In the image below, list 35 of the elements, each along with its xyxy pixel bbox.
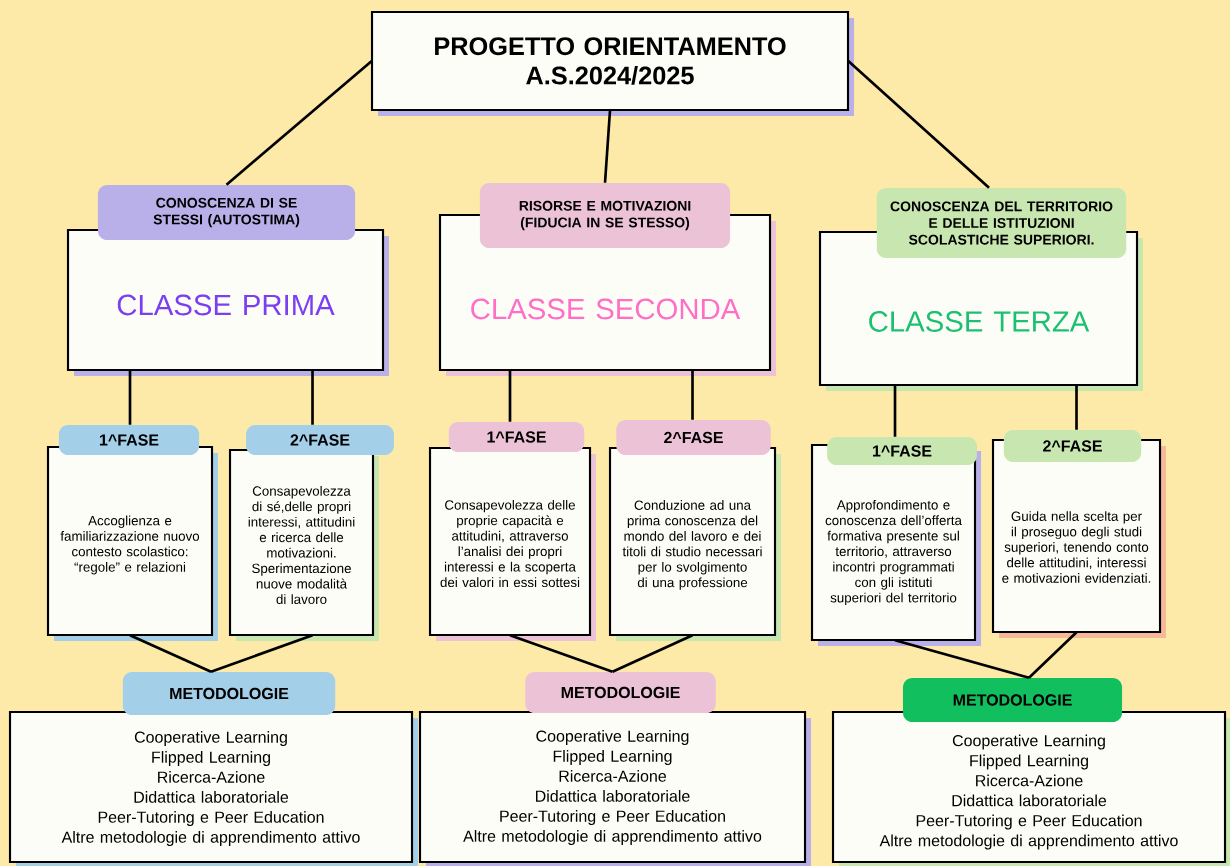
heading-tab: 1^FASE <box>58 425 200 455</box>
heading-tab: METODOLOGIE <box>525 672 716 713</box>
heading-tab: 2^FASE <box>246 425 394 455</box>
connector-line <box>508 370 512 422</box>
phase-box: Consapevolezza delle proprie capacità e attitudini, attraverso l’analisi dei propri interessi e la scoperta dei valori in essi sottesi <box>428 446 596 641</box>
heading-tab: METODOLOGIE <box>902 678 1123 722</box>
methods-box: Cooperative Learning Flipped Learning Ricerca-Azione Didattica laboratoriale Peer-Tutoring e Peer Education Altre metodologie di apprendimento attivo <box>8 710 418 866</box>
connector-line <box>509 634 613 673</box>
connector-line <box>603 110 612 183</box>
connector-line <box>894 638 1030 679</box>
heading-tab: 1^FASE <box>448 422 585 452</box>
connector-line <box>1075 385 1078 430</box>
connector-line <box>611 634 694 673</box>
connector-line <box>225 60 373 186</box>
methods-box: Cooperative Learning Flipped Learning Ricerca-Azione Didattica laboratoriale Peer-Tutoring e Peer Education Altre metodologie di apprendimento attivo <box>831 710 1230 866</box>
connector-line <box>1028 631 1078 679</box>
title-box: PROGETTO ORIENTAMENTO A.S.2024/2025 <box>370 10 854 116</box>
connector-line <box>893 385 897 437</box>
heading-tab: CONOSCENZA DEL TERRITORIO E DELLE ISTITUZIONI SCOLASTICHE SUPERIORI. <box>876 188 1127 258</box>
phase-box: Consapevolezza di sé,delle propri interessi, attitudini e ricerca delle motivazioni. Sperimentazione nuove modalità di lavoro <box>228 448 379 641</box>
connector-line <box>128 370 132 425</box>
connector-line <box>311 370 314 425</box>
connector-line <box>691 370 694 420</box>
connector-line <box>847 60 990 189</box>
connector-line <box>210 634 313 673</box>
heading-tab: METODOLOGIE <box>122 672 336 715</box>
phase-box: Accoglienza e familiarizzazione nuovo contesto scolastico: “regole” e relazioni <box>46 445 218 641</box>
class-box: CLASSE PRIMA <box>66 228 389 376</box>
heading-tab: 2^FASE <box>1003 430 1142 462</box>
heading-tab: RISORSE E MOTIVAZIONI (FIDUCIA IN SE STESSO) <box>479 183 731 248</box>
heading-tab: CONOSCENZA DI SE STESSI (AUTOSTIMA) <box>97 185 356 240</box>
heading-tab: 2^FASE <box>616 420 771 455</box>
methods-box: Cooperative Learning Flipped Learning Ricerca-Azione Didattica laboratoriale Peer-Tutoring e Peer Education Altre metodologie di apprendimento attivo <box>418 710 811 866</box>
phase-box: Conduzione ad una prima conoscenza del mondo del lavoro e dei titoli di studio necessari per lo svolgimento di una professione <box>608 446 781 641</box>
connector-line <box>129 634 212 673</box>
